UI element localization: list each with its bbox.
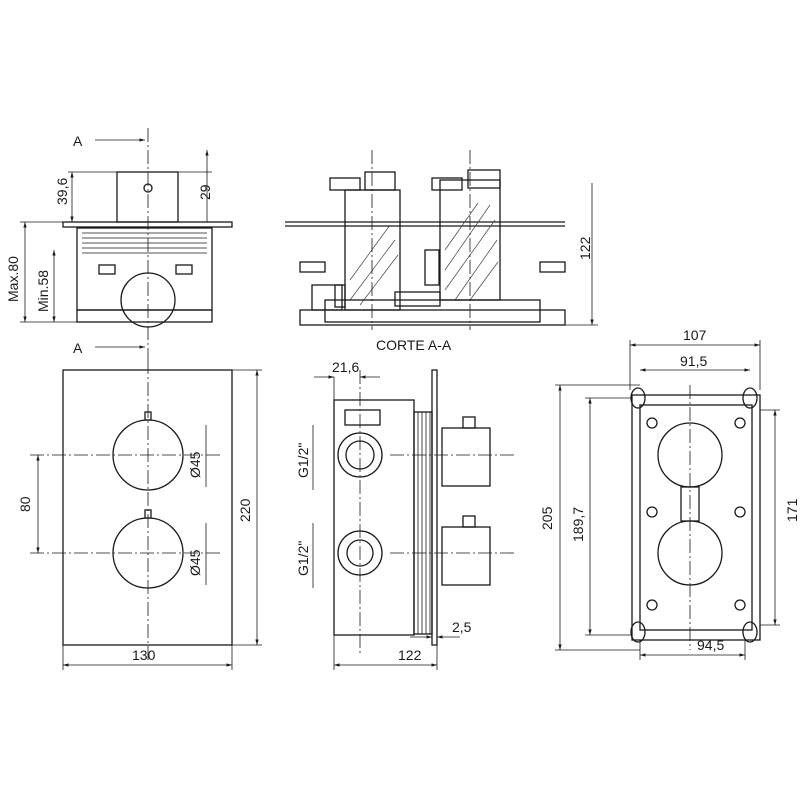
dim-height-outer: 205 [539,506,555,530]
section-view: 122 CORTE A-A [285,150,598,353]
section-mark-bottom: A [73,340,83,356]
dim-head-total: 39,6 [54,178,70,205]
dim-max: Max.80 [5,256,21,302]
dim-width-outer: 107 [683,327,707,343]
connection-bottom: G1/2" [295,541,311,576]
dim-height-inner: 189,7 [570,507,586,542]
dim-front-width: 130 [132,647,156,663]
dim-front-height: 220 [237,498,253,522]
dim-width-inner: 91,5 [680,353,707,369]
section-mark-top: A [73,133,83,149]
dim-offset: 21,6 [332,359,359,375]
box-view: 107 91,5 205 189,7 171 94,5 [539,327,800,660]
front-view: Ø45 Ø45 80 220 130 [17,360,262,670]
dim-knob-bottom: Ø45 [187,549,203,576]
dim-knob-top: Ø45 [187,451,203,478]
side-view: 21,6 G1/2" G1/2" 122 2,5 [295,359,515,670]
dim-head: 29 [197,184,213,200]
dim-spacing: 80 [17,496,33,512]
dim-min: Min.58 [35,270,51,312]
dim-width-bottom: 94,5 [697,637,724,653]
dim-plate: 2,5 [452,619,472,635]
dim-depth: 122 [398,647,422,663]
section-title: CORTE A-A [376,337,452,353]
connection-top: G1/2" [295,443,311,478]
dim-section-height: 122 [577,236,593,260]
dim-height-right: 171 [784,498,800,522]
top-view: A A 39,6 29 Max.80 Min.58 [5,128,233,360]
